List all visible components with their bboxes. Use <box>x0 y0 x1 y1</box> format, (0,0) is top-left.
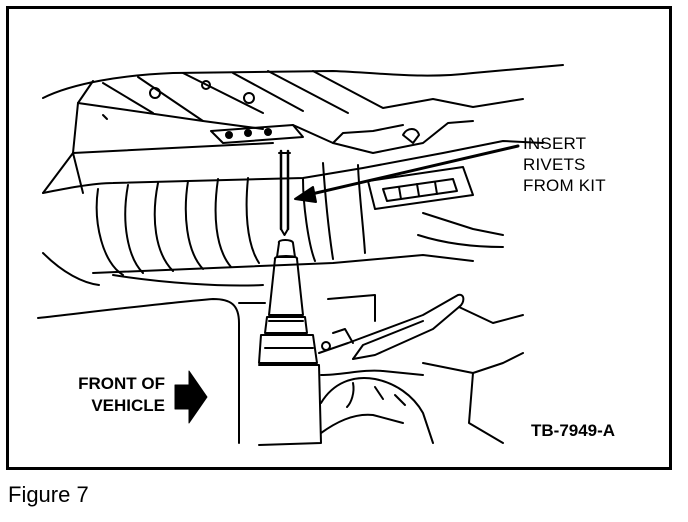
front-of-vehicle-label: FRONT OF VEHICLE <box>51 373 165 417</box>
front-label-line-2: VEHICLE <box>91 396 165 415</box>
callout-arrow <box>294 144 520 203</box>
callout-line-2: RIVETS <box>523 155 586 174</box>
callout-line-1: INSERT <box>523 134 587 153</box>
callout-line-3: FROM KIT <box>523 176 606 195</box>
rivet-gun <box>258 239 524 446</box>
connector-box <box>367 166 474 210</box>
reference-code: TB-7949-A <box>531 421 616 440</box>
front-direction-arrow <box>174 370 208 424</box>
figure-frame: INSERT RIVETS FROM KIT FRONT OF VEHICLE … <box>6 6 672 470</box>
front-label-line-1: FRONT OF <box>78 374 165 393</box>
cross-member <box>42 140 544 287</box>
rivet-installation-illustration <box>37 64 564 446</box>
body-panel <box>37 252 376 444</box>
floor-pan <box>42 64 564 154</box>
rivet-bracket <box>210 120 474 154</box>
insert-rivets-callout: INSERT RIVETS FROM KIT <box>523 133 606 196</box>
figure-caption: Figure 7 <box>8 482 89 507</box>
rivet <box>278 149 291 236</box>
